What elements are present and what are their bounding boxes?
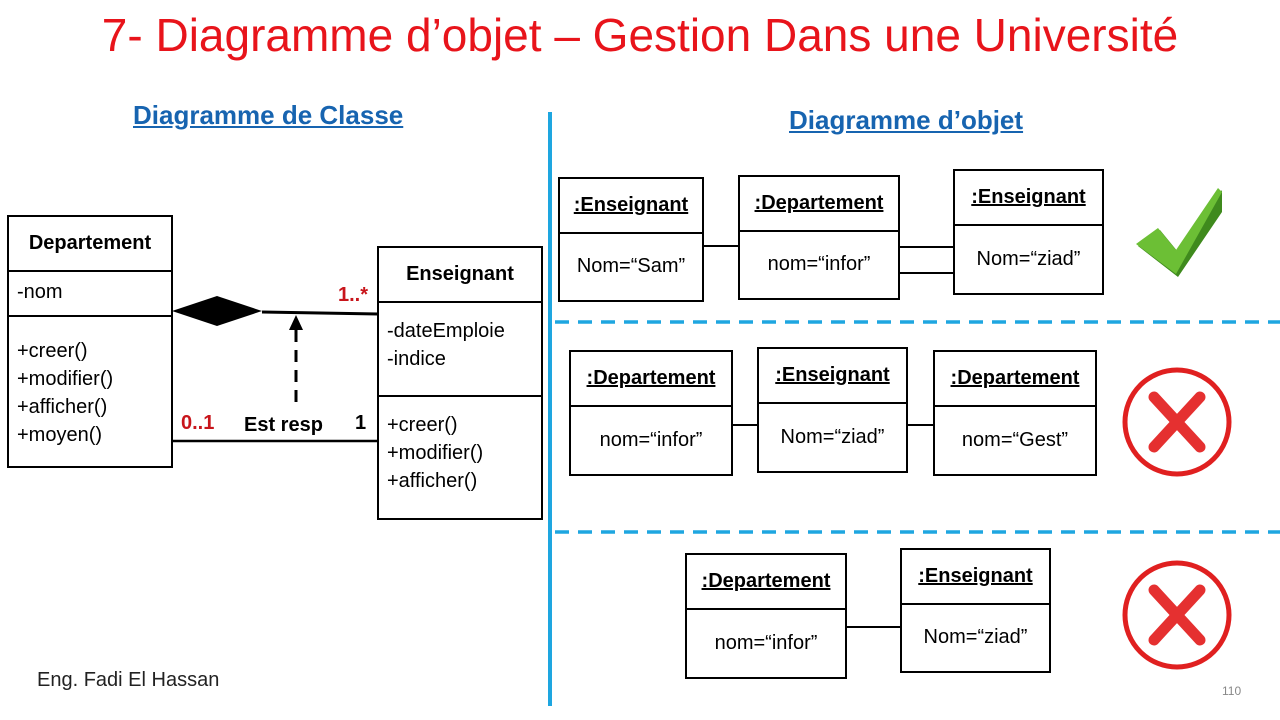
composition-diamond xyxy=(172,296,262,326)
object-r1-enseignant-ziad: :Enseignant Nom=“ziad” xyxy=(953,169,1104,295)
class-enseignant-name: Enseignant xyxy=(379,248,541,303)
object-name: :Departement xyxy=(571,352,731,407)
object-name: :Enseignant xyxy=(560,179,702,234)
object-attribute: nom=“Gest” xyxy=(961,428,1069,451)
object-r2-enseignant-ziad: :Enseignant Nom=“ziad” xyxy=(757,347,908,473)
class-departement-attributes: -nom xyxy=(9,272,171,317)
object-r1-enseignant-sam: :Enseignant Nom=“Sam” xyxy=(558,177,704,302)
object-name: :Enseignant xyxy=(955,171,1102,226)
class-enseignant: Enseignant -dateEmploie -indice +creer()… xyxy=(377,246,543,520)
association-label: Est resp xyxy=(244,414,323,436)
object-name: :Departement xyxy=(740,177,898,232)
class-departement: Departement -nom +creer() +modifier() +a… xyxy=(7,215,173,468)
author-footer: Eng. Fadi El Hassan xyxy=(37,669,220,691)
class-enseignant-methods: +creer() +modifier() +afficher() xyxy=(387,414,484,492)
class-departement-name: Departement xyxy=(9,217,171,272)
object-name: :Enseignant xyxy=(902,550,1049,605)
object-attribute: Nom=“ziad” xyxy=(923,626,1028,648)
composition-line xyxy=(261,310,379,316)
object-attribute: Nom=“ziad” xyxy=(780,425,885,448)
object-name: :Departement xyxy=(935,352,1095,407)
object-attribute: nom=“infor” xyxy=(767,253,871,275)
object-attribute: Nom=“ziad” xyxy=(976,247,1081,270)
object-r2-departement-infor: :Departement nom=“infor” xyxy=(569,350,733,476)
object-r1-departement-infor: :Departement nom=“infor” xyxy=(738,175,900,300)
object-diagram-title: Diagramme d’objet xyxy=(789,105,1024,135)
dependency-arrow-head xyxy=(289,315,303,330)
object-name: :Enseignant xyxy=(759,349,906,404)
cross-icon-row-2 xyxy=(1122,367,1232,477)
object-name: :Departement xyxy=(687,555,845,610)
object-r3-departement-infor: :Departement nom=“infor” xyxy=(685,553,847,679)
cross-icon-row-3 xyxy=(1122,560,1232,670)
association-multiplicity-left: 0..1 xyxy=(181,412,215,434)
object-attribute: nom=“infor” xyxy=(599,428,703,451)
object-attribute: nom=“infor” xyxy=(714,631,818,654)
composition-multiplicity: 1..* xyxy=(338,284,369,306)
page-number: 110 xyxy=(1222,684,1242,698)
page-title: 7- Diagramme d’objet – Gestion Dans une … xyxy=(101,9,1179,61)
check-icon xyxy=(1136,188,1222,277)
class-enseignant-attributes: -dateEmploie -indice xyxy=(379,303,541,397)
object-attribute: Nom=“Sam” xyxy=(576,255,686,277)
object-r2-departement-gest: :Departement nom=“Gest” xyxy=(933,350,1097,476)
object-r3-enseignant-ziad: :Enseignant Nom=“ziad” xyxy=(900,548,1051,673)
class-departement-methods: +creer() +modifier() +afficher() +moyen(… xyxy=(17,340,114,446)
class-diagram-title: Diagramme de Classe xyxy=(133,100,404,130)
association-multiplicity-right: 1 xyxy=(355,412,367,434)
